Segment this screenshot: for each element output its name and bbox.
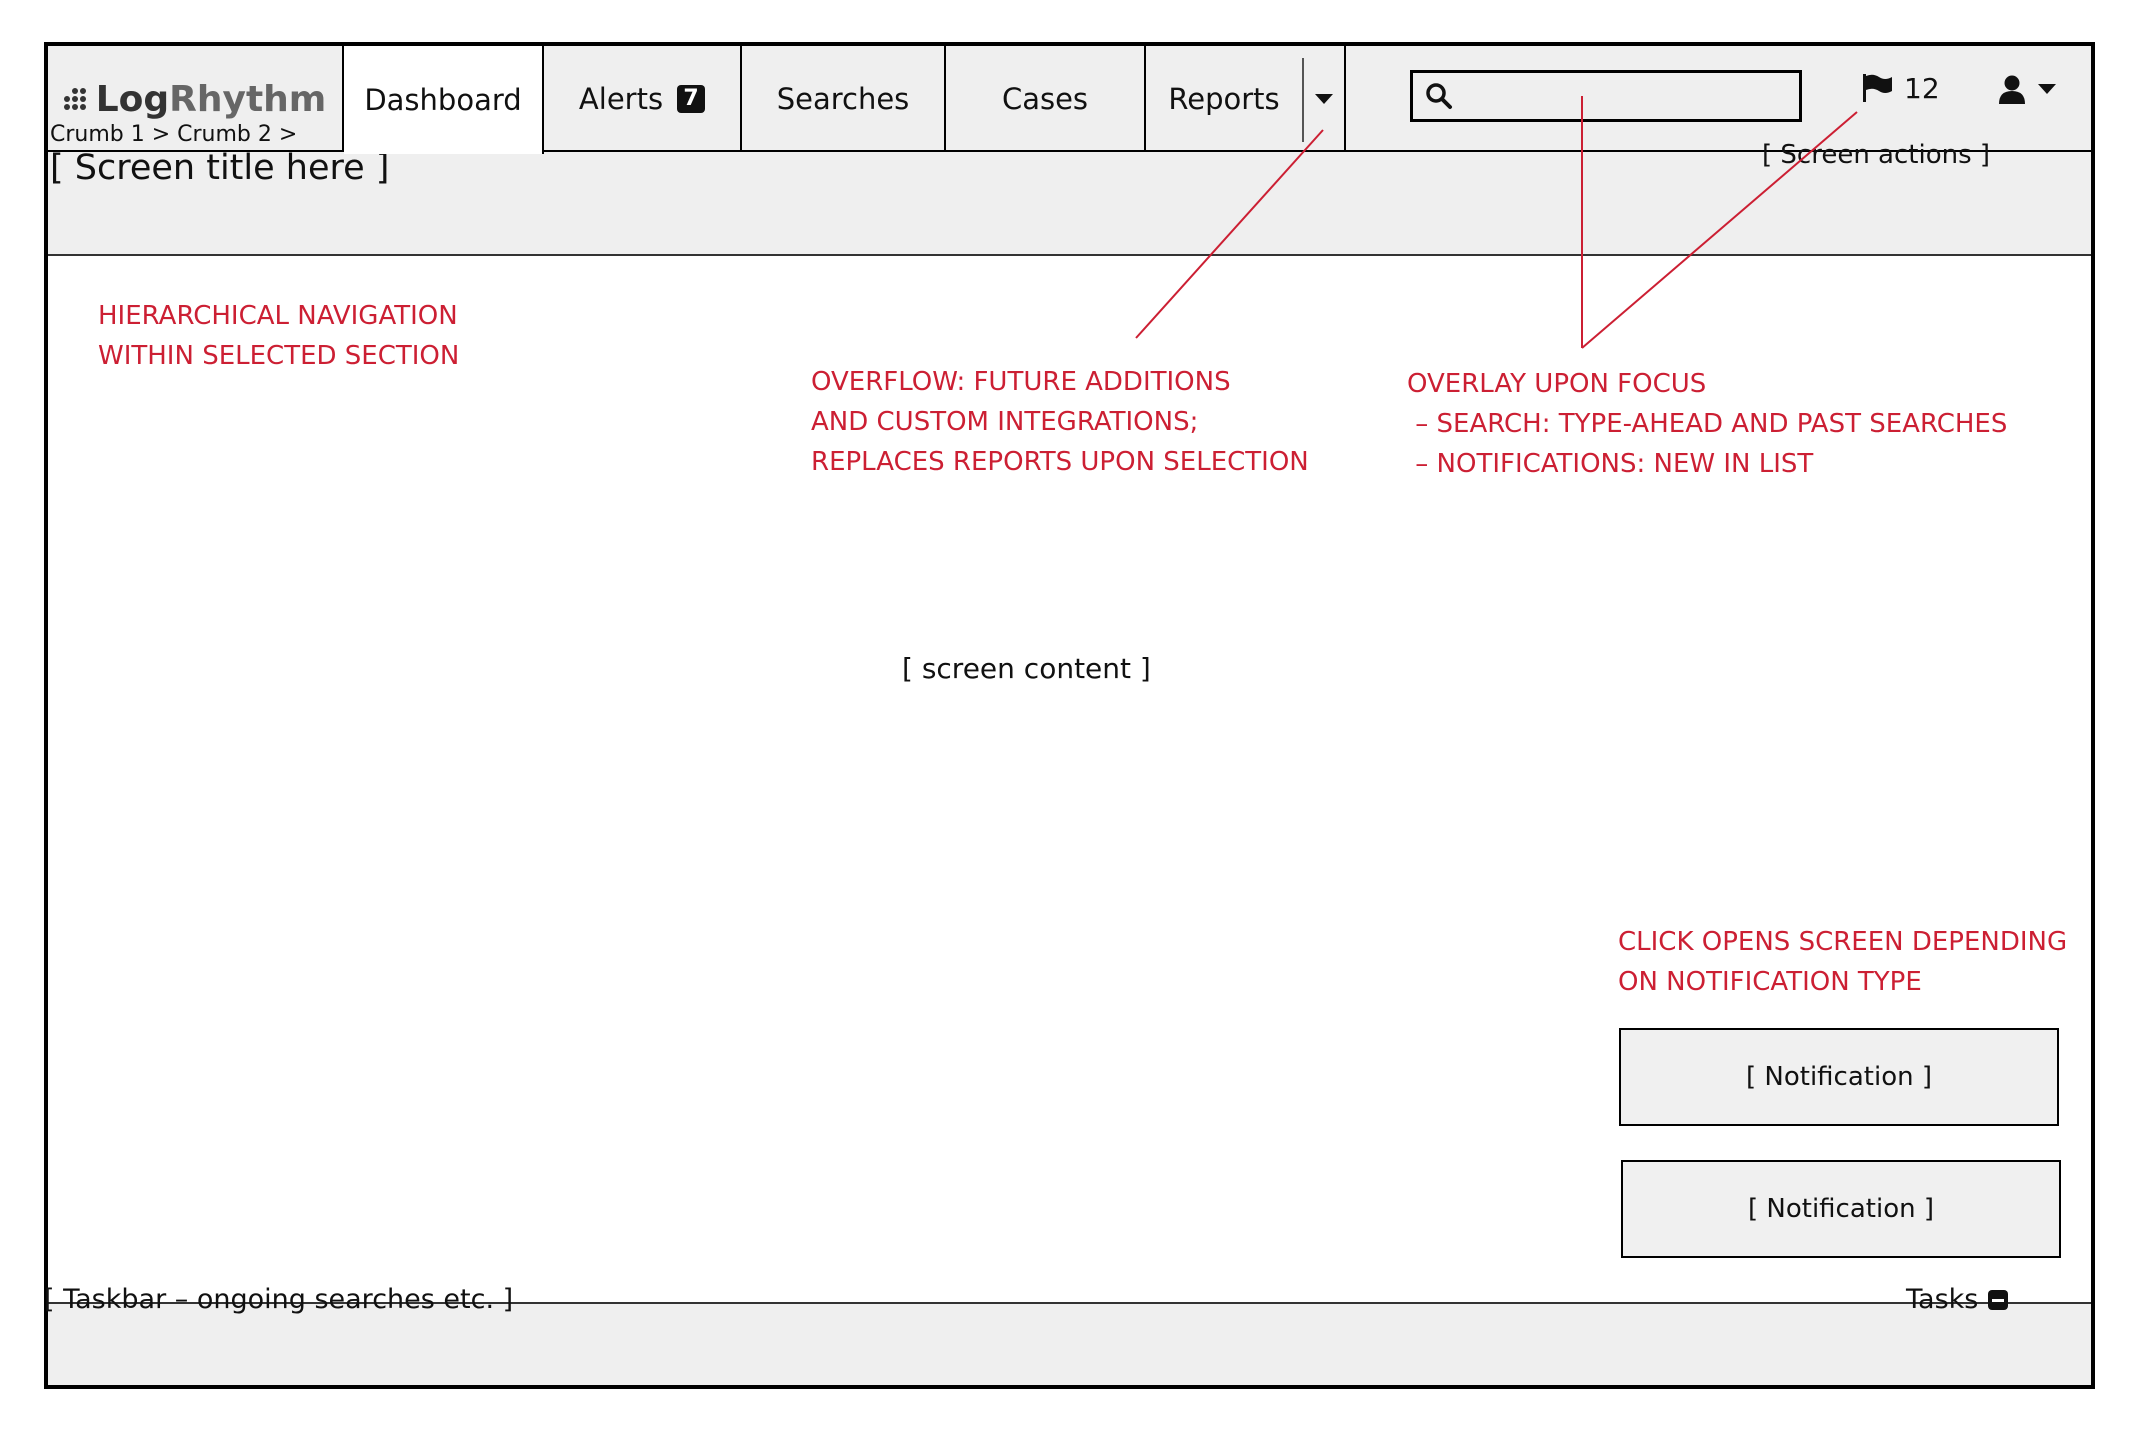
alerts-count-badge: 7 (677, 85, 706, 113)
notifications-button[interactable]: 12 (1862, 66, 1940, 110)
annotation-hierarchical-navigation: HIERARCHICAL NAVIGATION WITHIN SELECTED … (98, 301, 460, 371)
reports-overflow-divider (1302, 58, 1304, 142)
search-icon (1426, 83, 1452, 109)
screen-header-divider (48, 254, 2091, 256)
logo-text-log: Log (95, 78, 170, 120)
tasks-label: Tasks (1906, 1284, 1979, 1315)
tab-alerts[interactable]: Alerts 7 (544, 46, 742, 152)
notification-label: [ Notification ] (1748, 1194, 1934, 1224)
flag-icon (1863, 74, 1892, 102)
tab-searches-label: Searches (776, 82, 910, 116)
page-title: [ Screen title here ] (50, 148, 390, 188)
annotation-overlay: OVERLAY UPON FOCUS – SEARCH: TYPE-AHEAD … (1407, 369, 2008, 479)
notification-card[interactable]: [ Notification ] (1619, 1028, 2059, 1126)
user-icon (1999, 75, 2025, 104)
caret-down-icon (1315, 94, 1333, 104)
breadcrumb[interactable]: Crumb 1 > Crumb 2 > (50, 122, 298, 147)
minus-square-icon (1988, 1289, 2009, 1310)
taskbar (48, 1302, 2091, 1385)
taskbar-label: [ Taskbar – ongoing searches etc. ] (44, 1284, 514, 1315)
global-search-field[interactable] (1410, 70, 1802, 122)
overflow-menu-button[interactable] (1304, 46, 1346, 152)
tab-searches[interactable]: Searches (742, 46, 946, 152)
topbar-divider (48, 150, 2091, 152)
notification-card[interactable]: [ Notification ] (1621, 1160, 2061, 1258)
taskbar-divider (48, 1302, 2091, 1304)
tab-reports-label: Reports (1168, 82, 1280, 116)
tab-reports[interactable]: Reports (1146, 46, 1302, 152)
annotation-overflow: OVERFLOW: FUTURE ADDITIONS AND CUSTOM IN… (811, 367, 1309, 477)
tab-alerts-label: Alerts (578, 82, 664, 116)
screen-actions[interactable]: [ Screen actions ] (1762, 140, 1991, 170)
tab-dashboard-label: Dashboard (364, 83, 522, 117)
tab-cases-label: Cases (1001, 82, 1089, 116)
annotation-click-opens: CLICK OPENS SCREEN DEPENDING ON NOTIFICA… (1618, 927, 2068, 997)
user-menu-button[interactable] (1998, 64, 2056, 114)
logo-text-rhythm: Rhythm (169, 78, 327, 120)
tasks-button[interactable]: Tasks (1906, 1284, 2009, 1315)
notification-label: [ Notification ] (1746, 1062, 1932, 1092)
notification-count: 12 (1904, 71, 1940, 105)
tab-dashboard[interactable]: Dashboard (344, 46, 544, 154)
screen-content: [ screen content ] (902, 652, 1151, 685)
caret-down-icon (2038, 84, 2056, 94)
tab-cases[interactable]: Cases (946, 46, 1146, 152)
logo-dots-icon (63, 86, 88, 112)
search-input[interactable] (1453, 75, 1799, 117)
